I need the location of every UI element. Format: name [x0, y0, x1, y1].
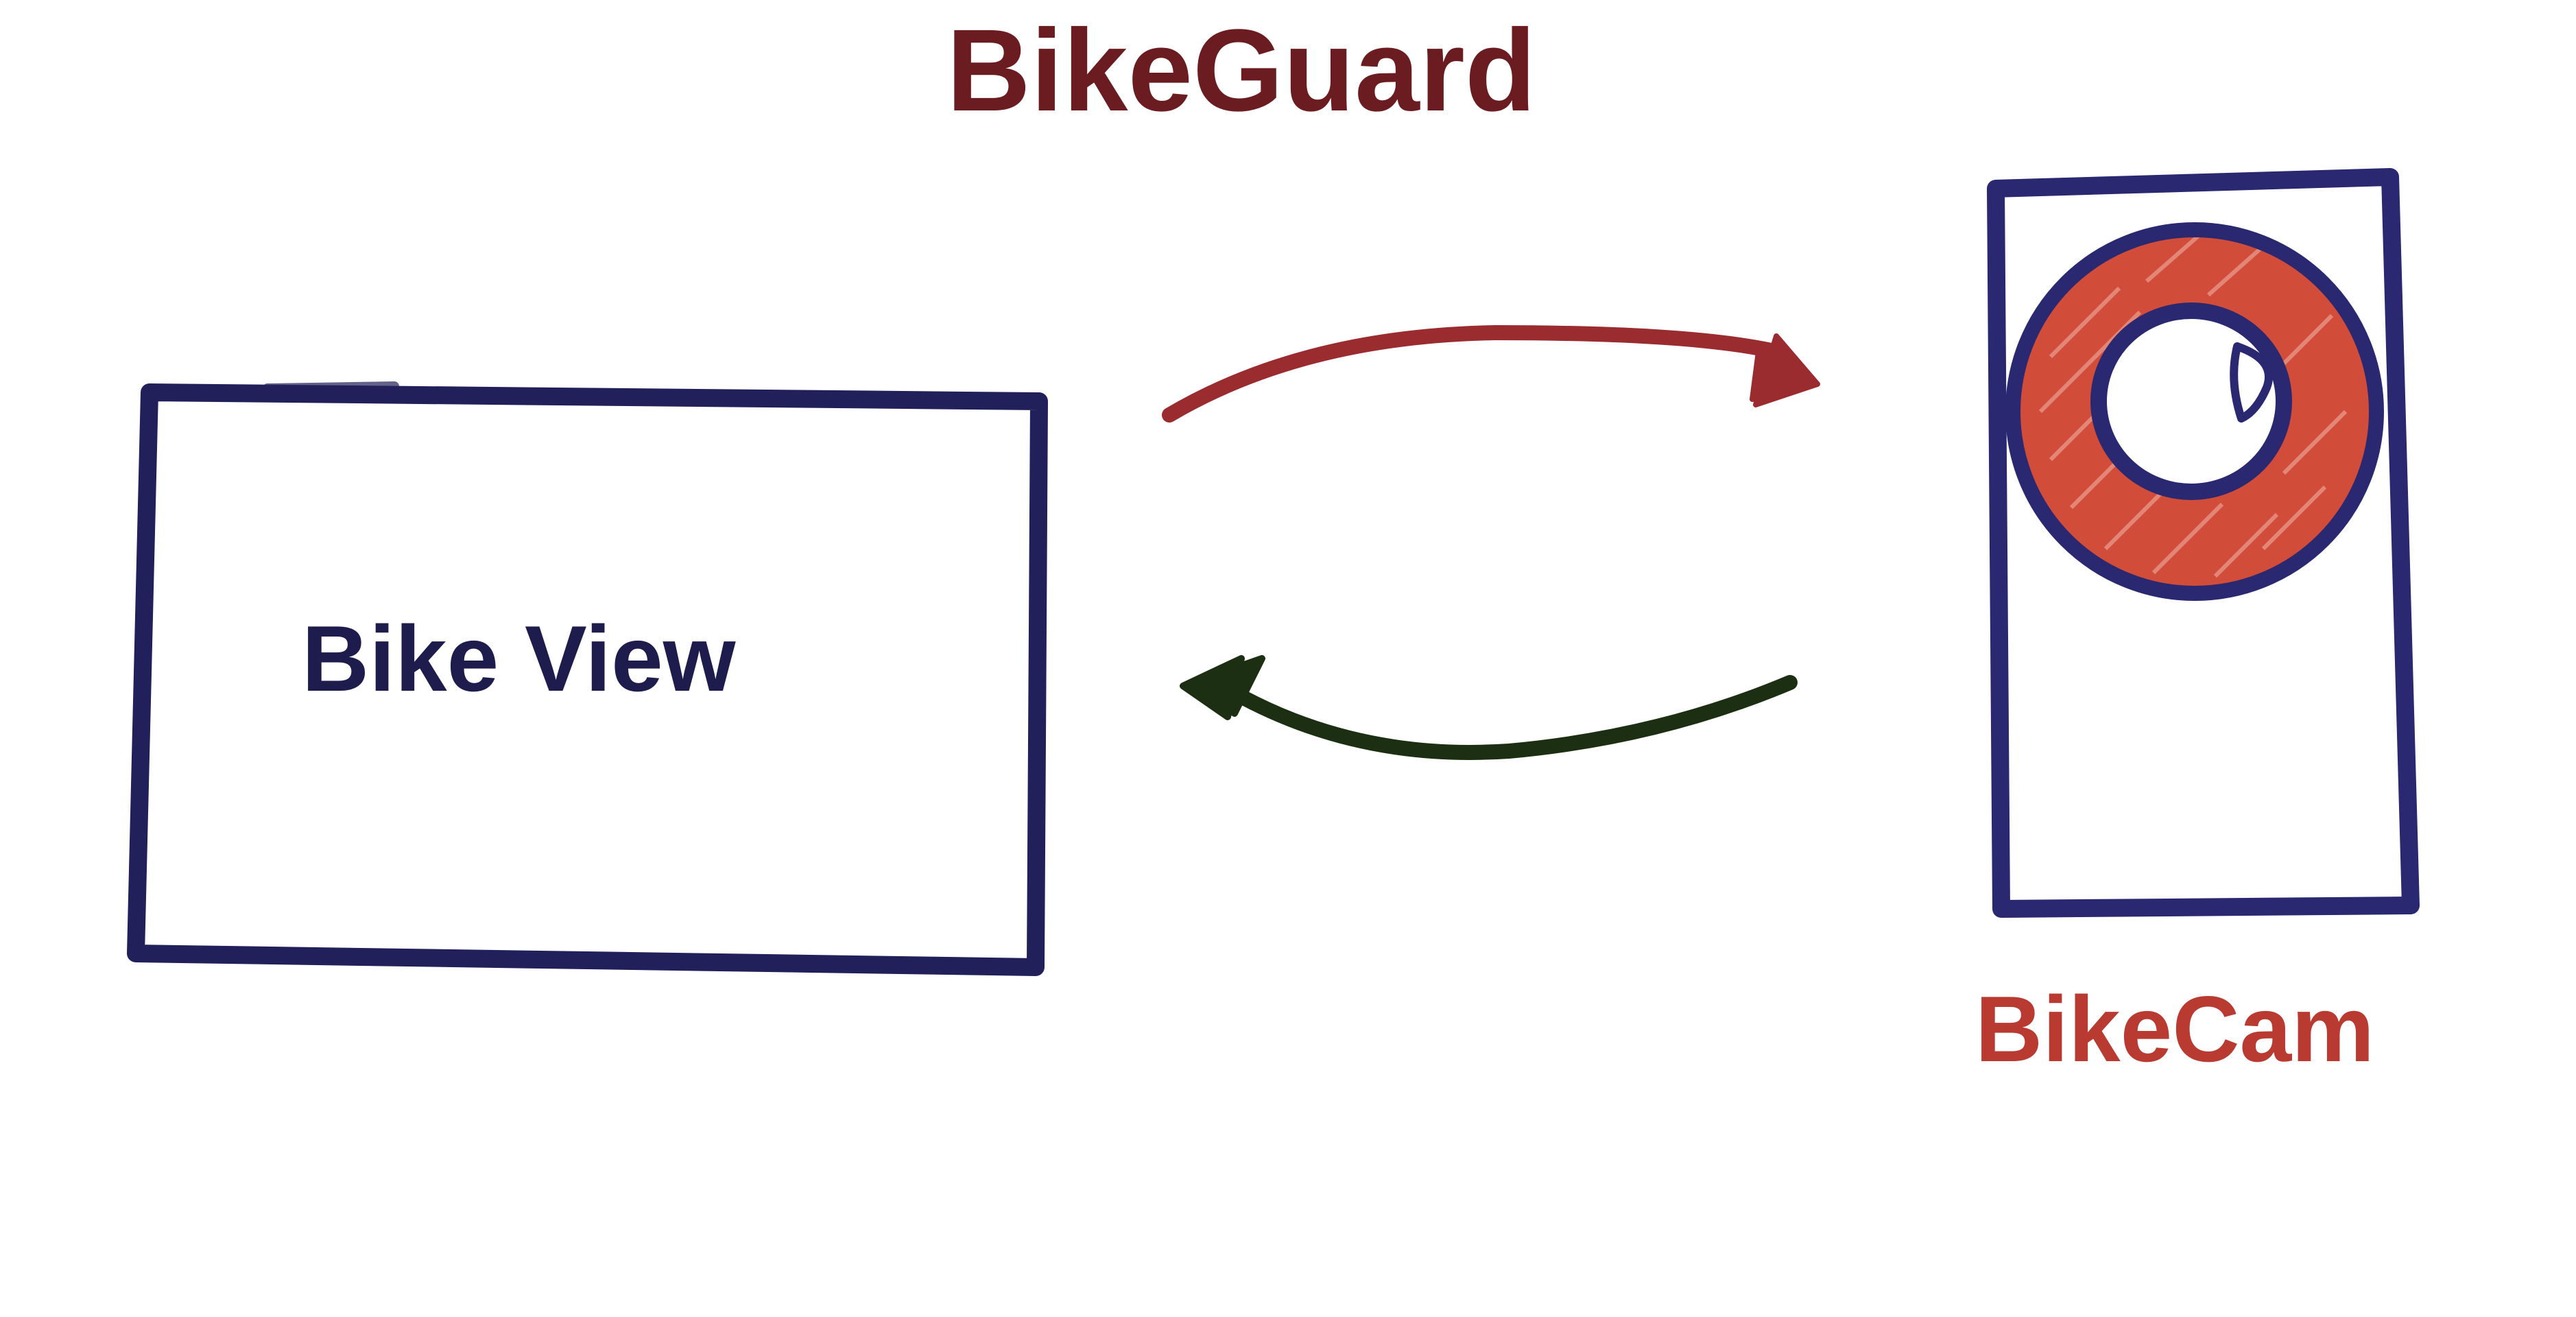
bikecam-label: BikeCam: [1975, 977, 2375, 1081]
arrow-to-bikecam: [1162, 324, 1820, 423]
arrow-to-bike-view: [1180, 655, 1798, 760]
bike-view-label: Bike View: [302, 606, 736, 711]
bikecam-device: [1987, 168, 2420, 918]
diagram-title: BikeGuard: [946, 5, 1536, 136]
camera-lens-icon: [2005, 222, 2384, 601]
bike-view-box: [127, 381, 1048, 976]
